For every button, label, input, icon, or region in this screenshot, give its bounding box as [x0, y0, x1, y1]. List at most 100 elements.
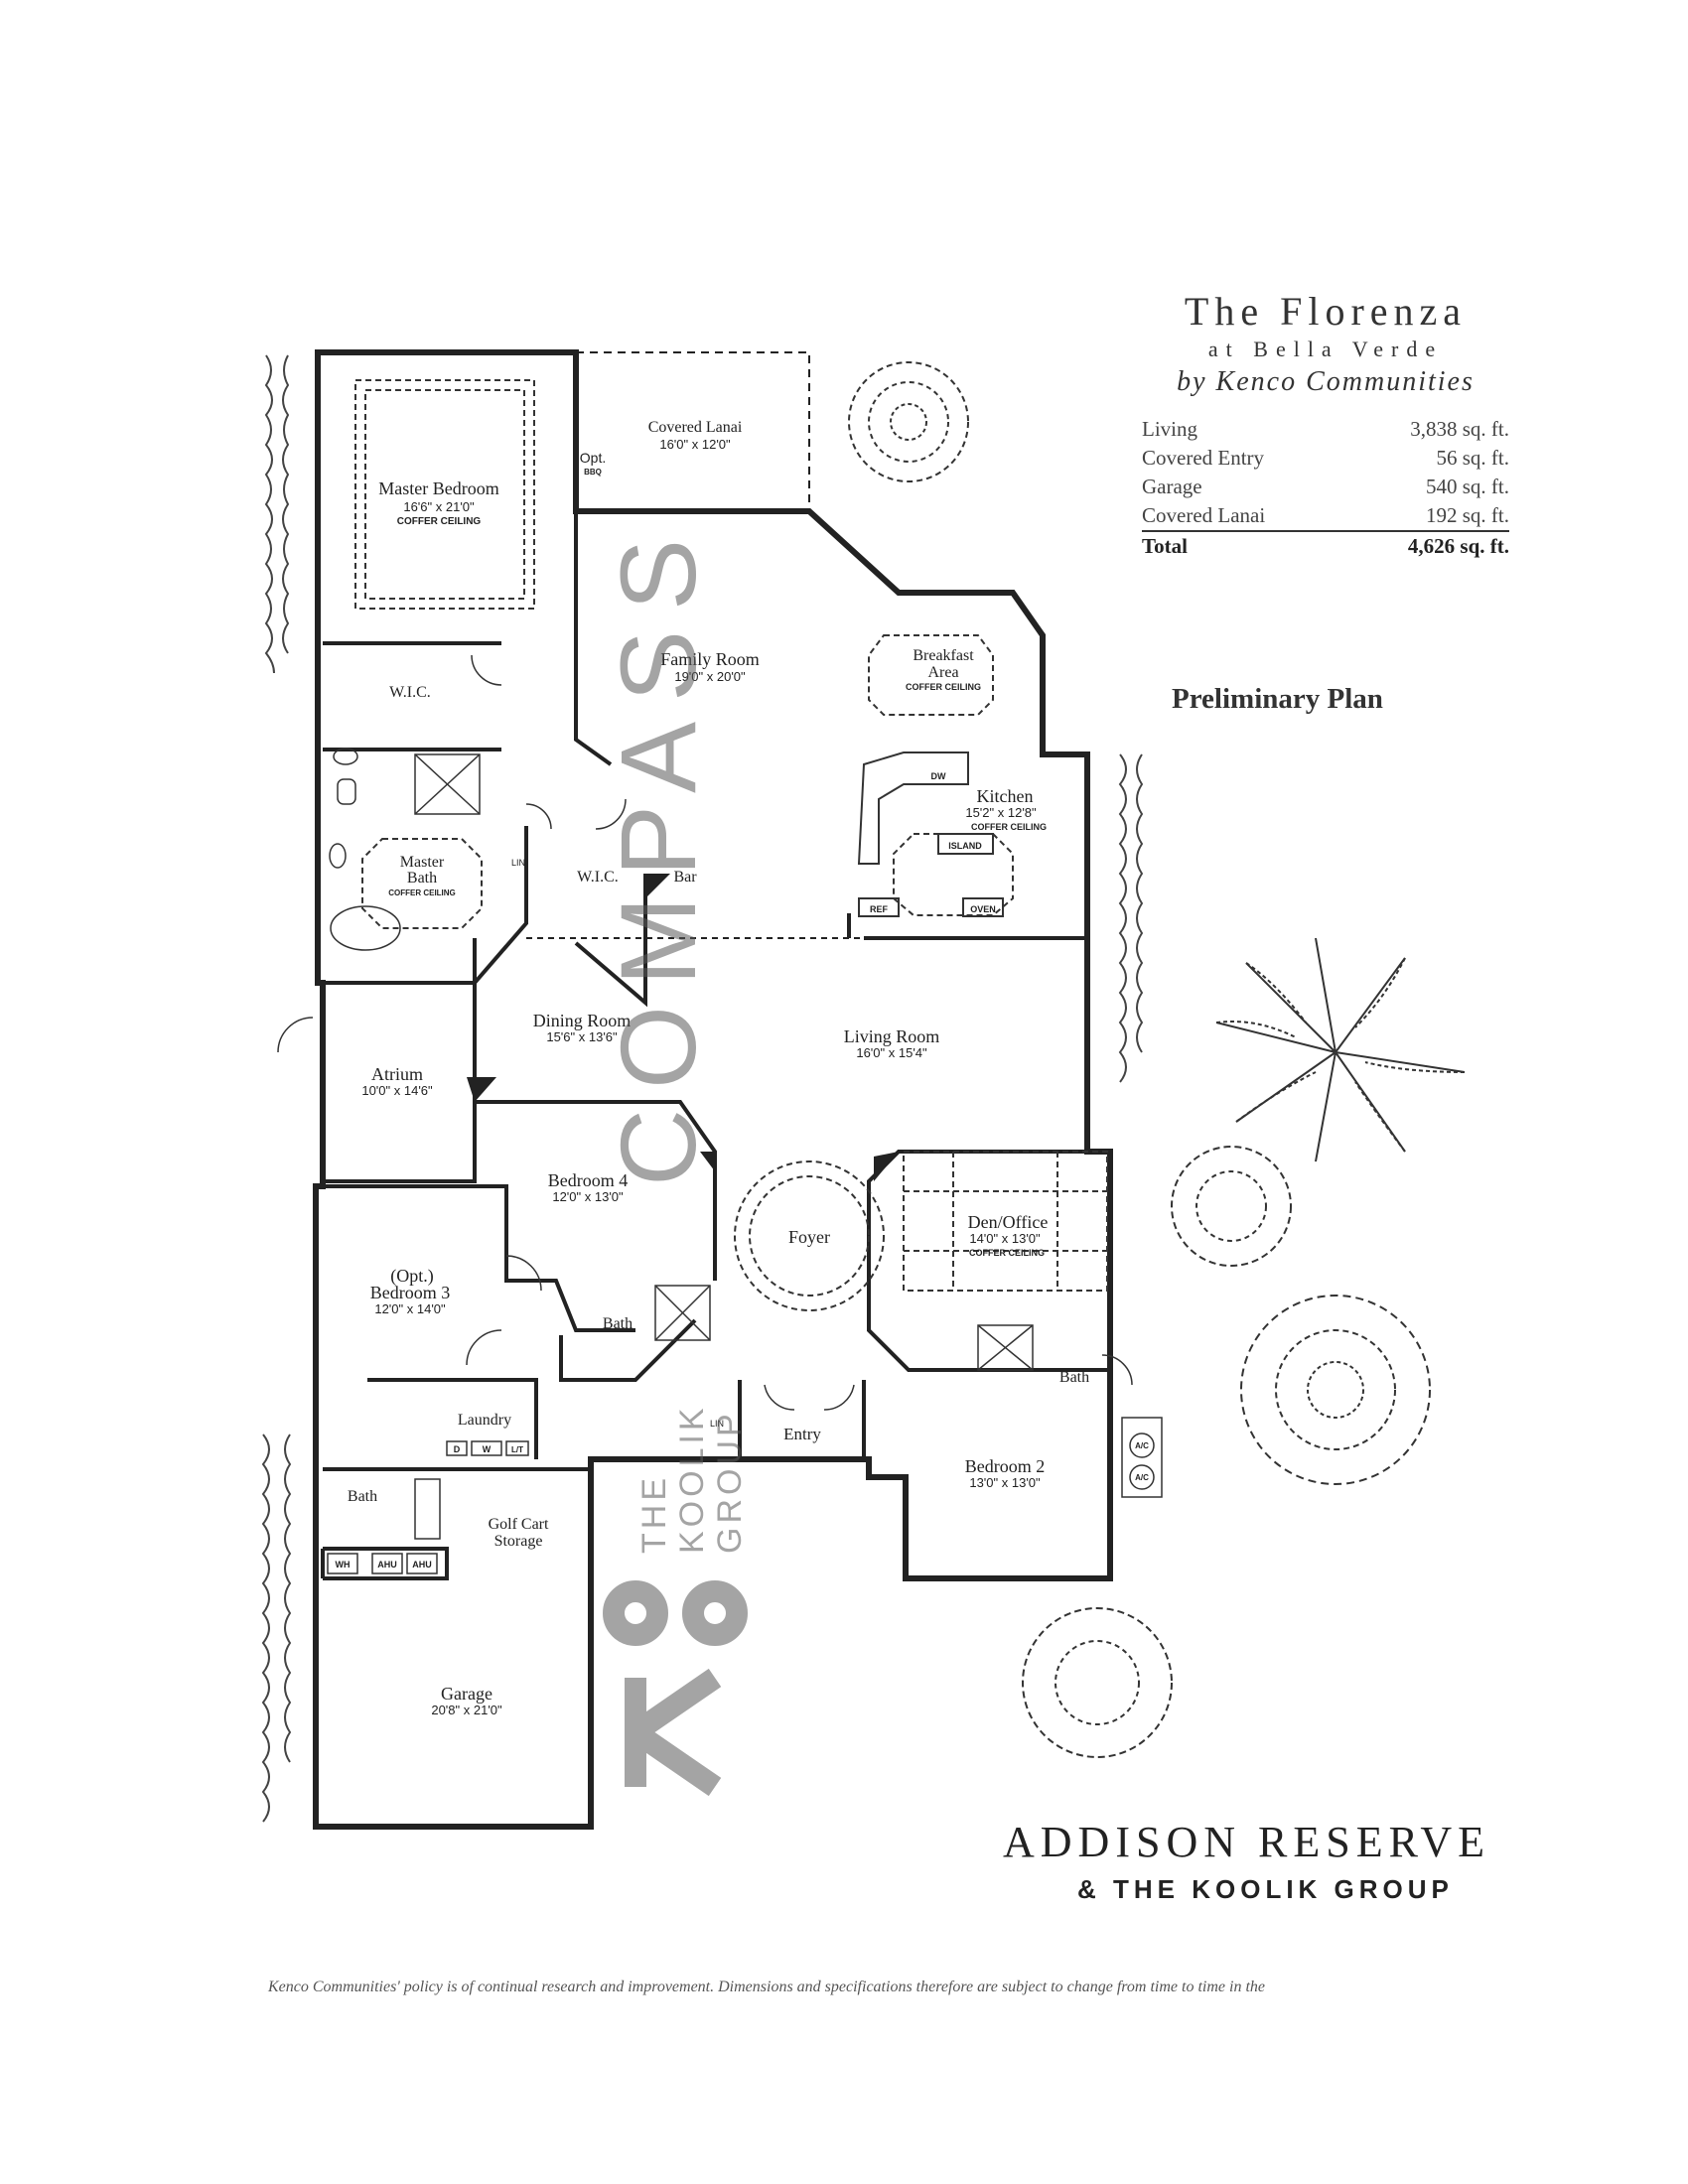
room-dining: Dining Room [533, 1011, 632, 1030]
koolik-watermark-line: GROUP [711, 1410, 749, 1554]
svg-text:13'0" x 13'0": 13'0" x 13'0" [969, 1475, 1041, 1490]
room-bath-right: Bath [1059, 1369, 1089, 1386]
ac-unit-2: A/C [1135, 1473, 1149, 1482]
svg-text:W: W [483, 1444, 492, 1454]
fixtures [329, 748, 1163, 1540]
svg-text:12'0" x 14'0": 12'0" x 14'0" [374, 1301, 446, 1316]
tree-bottom [1022, 1607, 1173, 1758]
room-golf-cart: Golf Cart [489, 1516, 549, 1533]
area-row: Covered Entry 56 sq. ft. [1142, 444, 1509, 473]
area-row: Living 3,838 sq. ft. [1142, 415, 1509, 444]
svg-text:OVEN: OVEN [970, 904, 996, 914]
ac-unit-1: A/C [1135, 1441, 1149, 1450]
area-label: Garage [1142, 475, 1202, 498]
area-row: Garage 540 sq. ft. [1142, 473, 1509, 501]
room-bedroom2: Bedroom 2 [965, 1456, 1046, 1476]
svg-text:14'0" x 13'0": 14'0" x 13'0" [969, 1231, 1041, 1246]
coffer-ceilings [354, 379, 1108, 1311]
svg-text:COFFER CEILING: COFFER CEILING [906, 682, 981, 692]
disclaimer: Kenco Communities' policy is of continua… [268, 1979, 1265, 1995]
room-lin-mid: LIN [710, 1419, 724, 1429]
area-label: Covered Entry [1142, 446, 1265, 470]
room-laundry: Laundry [458, 1412, 511, 1429]
plan-builder: by Kenco Communities [1177, 366, 1475, 397]
utility-ahu-1: AHU [377, 1560, 397, 1570]
room-atrium: Atrium [371, 1064, 423, 1084]
room-wic-bottom: W.I.C. [577, 869, 619, 886]
area-total-value: 4,626 sq. ft. [1343, 530, 1509, 561]
koolik-text-watermark: THE KOOLIK GROUP [635, 1404, 749, 1554]
tree-top [848, 361, 969, 482]
svg-text:COFFER CEILING: COFFER CEILING [969, 1248, 1045, 1258]
room-wic-top: W.I.C. [389, 684, 431, 701]
svg-text:16'0" x 12'0": 16'0" x 12'0" [659, 437, 731, 452]
svg-text:Bedroom 3: Bedroom 3 [370, 1283, 451, 1302]
svg-text:L/T: L/T [511, 1445, 523, 1454]
area-value: 540 sq. ft. [1426, 475, 1509, 498]
tree-right [1240, 1295, 1431, 1485]
koolik-logo-watermark [603, 1580, 748, 1797]
utility-ahu-2: AHU [412, 1560, 432, 1570]
area-value: 192 sq. ft. [1426, 503, 1509, 527]
utility-wh: WH [336, 1560, 351, 1570]
plan-subtitle: at Bella Verde [1207, 337, 1444, 361]
room-covered-lanai: Covered Lanai [648, 419, 743, 436]
svg-text:COFFER CEILING: COFFER CEILING [388, 888, 456, 897]
shrub-strips [261, 354, 1144, 1823]
area-value: 3,838 sq. ft. [1410, 417, 1509, 441]
area-label: Living [1142, 417, 1197, 441]
svg-text:ISLAND: ISLAND [948, 841, 982, 851]
tree-mid [1171, 1146, 1292, 1267]
brand-line-1: ADDISON RESERVE [1003, 1818, 1491, 1866]
palm-tree [1215, 937, 1466, 1162]
area-value: 56 sq. ft. [1436, 446, 1510, 470]
room-entry: Entry [783, 1425, 821, 1443]
area-row: Covered Lanai 192 sq. ft. [1142, 501, 1509, 531]
plan-status: Preliminary Plan [1172, 683, 1383, 715]
room-foyer: Foyer [788, 1227, 830, 1247]
svg-text:Storage: Storage [494, 1533, 543, 1550]
room-family-room: Family Room [660, 649, 760, 669]
room-bedroom3: (Opt.) [390, 1266, 434, 1287]
svg-text:16'0" x 15'4": 16'0" x 15'4" [856, 1045, 927, 1060]
koolik-watermark-line: THE [635, 1474, 673, 1554]
svg-text:Area: Area [927, 664, 958, 681]
svg-text:D: D [454, 1444, 461, 1454]
room-bar: Bar [673, 869, 697, 886]
compass-watermark: COMPASS [598, 518, 718, 1186]
room-garage: Garage [441, 1684, 492, 1704]
svg-text:20'8" x 21'0": 20'8" x 21'0" [431, 1703, 502, 1717]
room-kitchen: Kitchen [977, 786, 1034, 806]
area-label: Covered Lanai [1142, 503, 1266, 527]
room-lin-top: LIN [511, 858, 525, 868]
plan-title: The Florenza [1184, 289, 1468, 334]
svg-text:16'6" x 21'0": 16'6" x 21'0" [403, 499, 475, 514]
doors [277, 654, 1133, 1411]
brand-line-2: & THE KOOLIK GROUP [1077, 1874, 1454, 1904]
svg-text:15'6" x 13'6": 15'6" x 13'6" [546, 1029, 618, 1044]
room-master-bedroom: Master Bedroom [378, 478, 498, 498]
room-living: Living Room [844, 1026, 940, 1046]
tree-icons [848, 361, 1466, 1758]
svg-text:COFFER CEILING: COFFER CEILING [971, 822, 1047, 832]
area-total-row: Total 4,626 sq. ft. [1142, 530, 1509, 561]
room-bath-left: Bath [348, 1488, 377, 1505]
room-master-bath: Master [400, 854, 445, 871]
svg-text:15'2" x 12'8": 15'2" x 12'8" [965, 805, 1037, 820]
room-bath-mid: Bath [603, 1315, 633, 1332]
svg-text:19'0" x 20'0": 19'0" x 20'0" [674, 669, 746, 684]
koolik-watermark-line: KOOLIK [673, 1404, 711, 1554]
interior-walls [321, 511, 1110, 1580]
svg-text:COFFER CEILING: COFFER CEILING [397, 516, 482, 527]
svg-text:Bath: Bath [407, 870, 437, 887]
area-total-label: Total [1142, 530, 1344, 561]
svg-text:BBQ: BBQ [584, 468, 602, 477]
svg-text:12'0" x 13'0": 12'0" x 13'0" [552, 1189, 624, 1204]
room-bedroom4: Bedroom 4 [548, 1170, 629, 1190]
svg-text:10'0" x 14'6": 10'0" x 14'6" [361, 1083, 433, 1098]
room-den: Den/Office [968, 1212, 1049, 1232]
kitchen-counters [857, 751, 1004, 917]
room-opt-bbq: Opt. [580, 450, 606, 466]
svg-text:DW: DW [931, 771, 946, 781]
